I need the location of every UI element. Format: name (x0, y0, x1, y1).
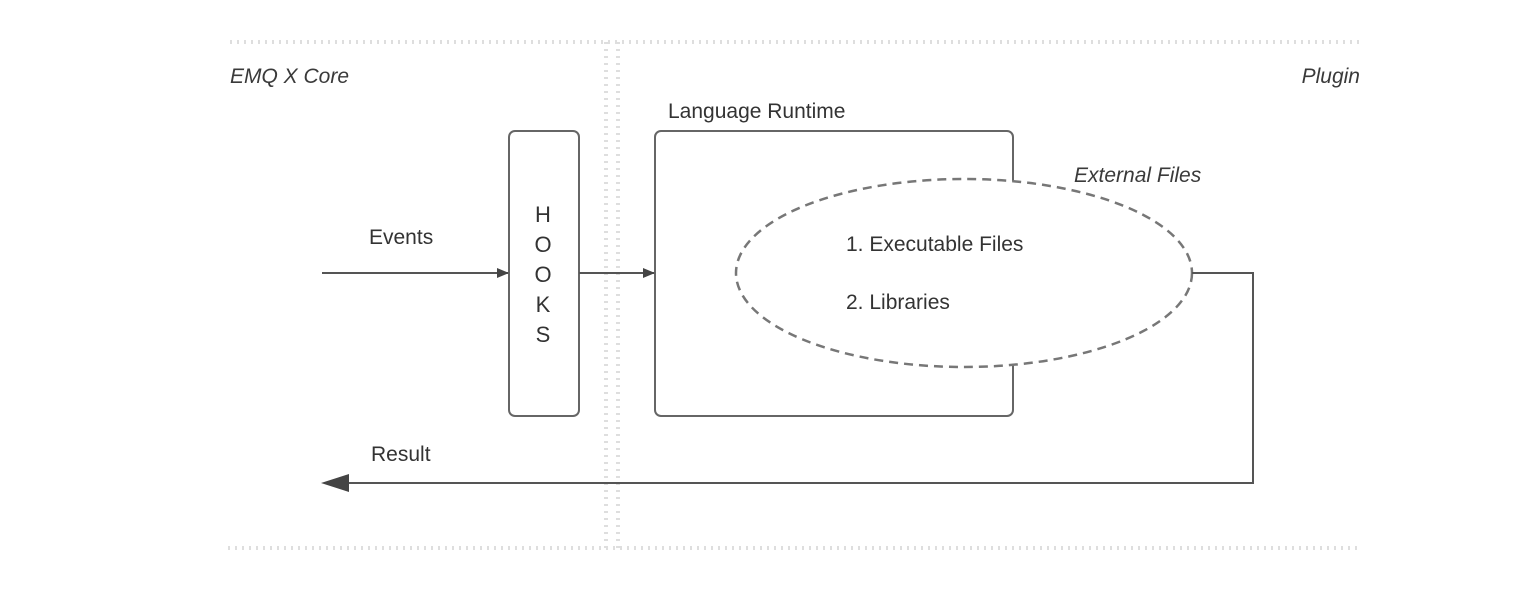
libraries-item: 2. Libraries (846, 291, 950, 314)
hooks-letter: K (536, 292, 551, 317)
region-boundaries (228, 40, 1362, 550)
result-arrowhead (321, 474, 349, 492)
plugin-region-label: Plugin (1302, 65, 1360, 88)
result-label: Result (371, 443, 431, 466)
result-path (334, 272, 1254, 484)
core-region-label: EMQ X Core (230, 65, 349, 88)
hooks-letter: O (534, 262, 551, 287)
hooks-letter: S (536, 322, 551, 347)
runtime-label: Language Runtime (668, 100, 845, 123)
events-label: Events (369, 226, 433, 249)
external-files-label: External Files (1074, 164, 1202, 187)
hooks-letter: O (534, 232, 551, 257)
hooks-label: H O O K S (534, 202, 551, 347)
external-files-ellipse (734, 177, 1194, 369)
hooks-letter: H (535, 202, 551, 227)
executable-files-item: 1. Executable Files (846, 233, 1023, 256)
